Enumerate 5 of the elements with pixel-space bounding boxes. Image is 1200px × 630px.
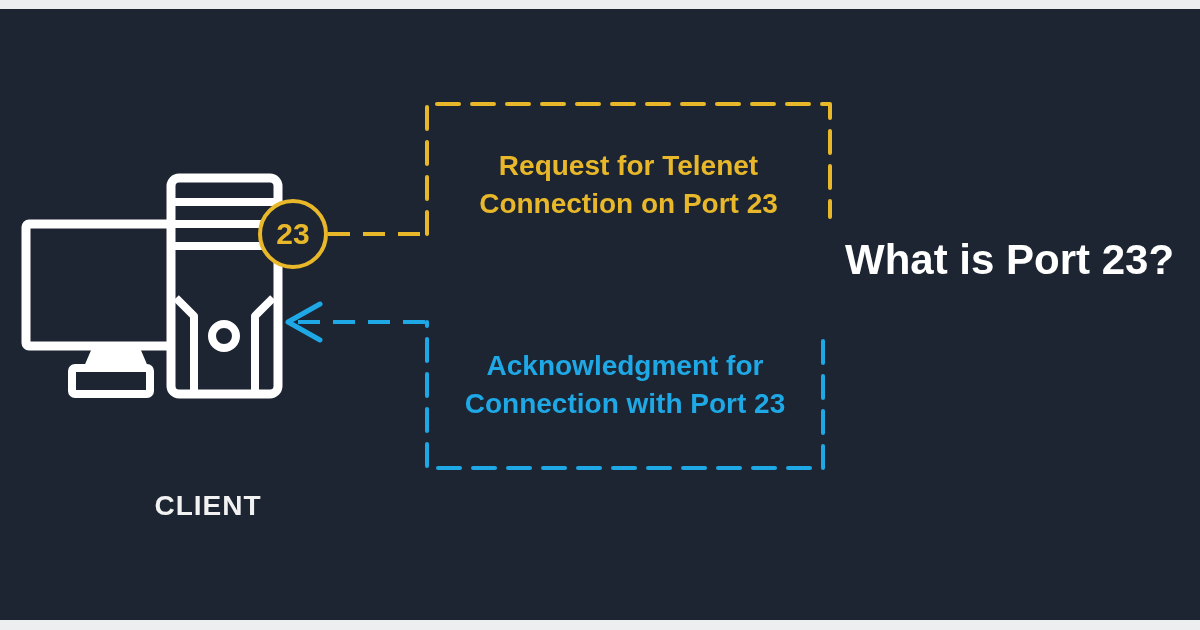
title-heading: What is Port 23? <box>845 236 1175 284</box>
dashed-arrow <box>285 301 425 343</box>
message-text: Acknowledgment for Connection with Port 23 <box>463 349 787 421</box>
message-text: Request for Telenet Connection on Port 23 <box>478 149 779 221</box>
computer-caption: CLIENT <box>153 490 263 522</box>
